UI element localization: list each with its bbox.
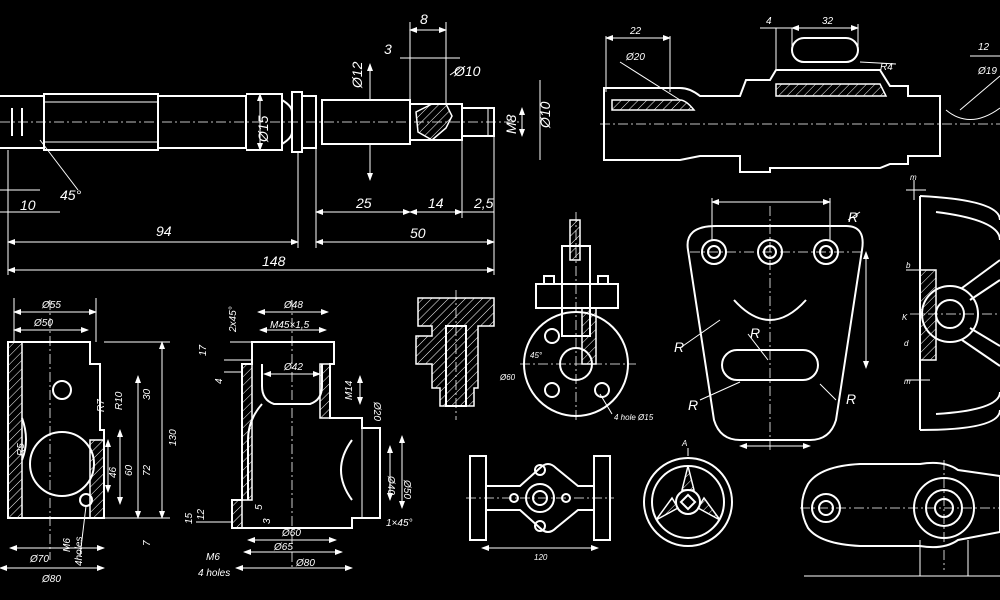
- housing-drawing-1: Ø55 Ø50 R7 R10 R5 30 46 60 72 130 7 M6 4…: [0, 298, 179, 585]
- dim-46: 46: [108, 466, 119, 478]
- dim-22: 22: [629, 26, 642, 37]
- bracket-plate: R R R R R: [674, 198, 869, 450]
- dim-dia60: Ø60: [499, 373, 516, 382]
- pulley-k: K: [902, 313, 908, 322]
- dim-m6: M6: [62, 538, 73, 552]
- dim-dia20: Ø20: [371, 401, 382, 421]
- dim-17: 17: [198, 344, 209, 356]
- dim-m8: M8: [503, 114, 519, 134]
- shaft-section-drawing: 22 4 32 12 Ø20 R4 Ø19: [600, 16, 1000, 173]
- dim-r-left: R: [674, 339, 684, 355]
- dim-4-hole-dia15: 4 hole Ø15: [614, 413, 654, 422]
- dim-94: 94: [156, 223, 172, 239]
- pulley-b: b: [906, 261, 911, 270]
- dim-r-top-right: R: [848, 209, 858, 225]
- dim-4: 4: [214, 378, 225, 384]
- dim-2-5: 2,5: [473, 195, 494, 211]
- dim-r-bottom-right: R: [846, 391, 856, 407]
- dim-4holes: 4holes: [74, 537, 85, 566]
- dim-15: 15: [184, 512, 195, 524]
- dim-60: 60: [124, 464, 135, 476]
- dim-m6: M6: [206, 552, 220, 563]
- wheel-section-a: A: [681, 439, 687, 448]
- dim-148: 148: [262, 253, 286, 269]
- dim-3: 3: [262, 518, 273, 524]
- dim-12: 12: [978, 42, 990, 53]
- three-spoke-wheel: A: [643, 439, 733, 547]
- dim-dia50: Ø50: [401, 479, 412, 499]
- dim-m45: M45×1,5: [270, 320, 310, 331]
- dim-30: 30: [142, 388, 153, 400]
- dim-dia65: Ø65: [273, 542, 293, 553]
- valve-assembly: 45° Ø60 4 hole Ø15: [499, 212, 654, 422]
- dim-14: 14: [428, 195, 444, 211]
- dim-r-center: R: [750, 325, 760, 341]
- dim-12: 12: [196, 508, 207, 520]
- pulley-m-top: m: [910, 173, 917, 182]
- dim-dia55: Ø55: [41, 300, 61, 311]
- dim-45deg: 45°: [60, 187, 82, 203]
- pulley-section: m b K d m: [902, 173, 1000, 431]
- dim-dia48: Ø48: [283, 300, 303, 311]
- dim-dia50: Ø50: [33, 318, 53, 329]
- dim-130: 130: [168, 429, 179, 446]
- dim-dia80: Ø80: [295, 558, 315, 569]
- dim-dia12: Ø12: [349, 61, 365, 89]
- dim-dia10-top: Ø10: [453, 63, 481, 79]
- pulley-d: d: [904, 339, 909, 348]
- dim-dia19: Ø19: [977, 66, 997, 77]
- dim-r7: R7: [96, 399, 107, 412]
- dim-r4: R4: [880, 62, 893, 73]
- dim-dia40: Ø40: [385, 475, 396, 495]
- lever-arm: [800, 460, 1000, 577]
- dim-dia60: Ø60: [281, 528, 301, 539]
- dim-dia20: Ø20: [625, 52, 645, 63]
- dim-4-holes: 4 holes: [198, 568, 230, 579]
- dim-1x45deg: 1×45°: [386, 518, 413, 529]
- dim-dia80: Ø80: [41, 574, 61, 585]
- dim-2x45deg: 2x45°: [228, 306, 239, 333]
- dim-m14: M14: [344, 380, 355, 400]
- dim-3: 3: [384, 41, 392, 57]
- dim-r5: R5: [16, 443, 27, 456]
- dim-7: 7: [142, 540, 153, 546]
- dim-dia15: Ø15: [255, 115, 271, 143]
- dim-dia10-right: Ø10: [537, 101, 553, 129]
- bushing-section: [415, 290, 495, 420]
- flanged-pipe-fitting: 120: [466, 455, 614, 562]
- dim-10: 10: [20, 197, 36, 213]
- dim-dia70: Ø70: [29, 554, 49, 565]
- pulley-m-bottom: m: [904, 377, 911, 386]
- dim-45deg: 45°: [530, 351, 543, 360]
- dim-120: 120: [534, 553, 548, 562]
- housing-drawing-2: 2x45° Ø48 M45×1,5 17 4 Ø42 M14 Ø20 Ø40 Ø…: [184, 300, 413, 579]
- dim-50: 50: [410, 225, 426, 241]
- shaft-drawing: 8 3 Ø12 Ø10 Ø15 M8 Ø10 45° 10 25 14 2,5 …: [0, 11, 553, 275]
- dim-25: 25: [355, 195, 372, 211]
- dim-32: 32: [822, 16, 834, 27]
- dim-r10: R10: [114, 391, 125, 410]
- dim-4: 4: [766, 16, 772, 27]
- dim-8: 8: [420, 11, 428, 27]
- dim-r-bottom-left: R: [688, 397, 698, 413]
- dim-5: 5: [254, 504, 265, 510]
- dim-dia42: Ø42: [283, 362, 303, 373]
- dim-72: 72: [142, 464, 153, 476]
